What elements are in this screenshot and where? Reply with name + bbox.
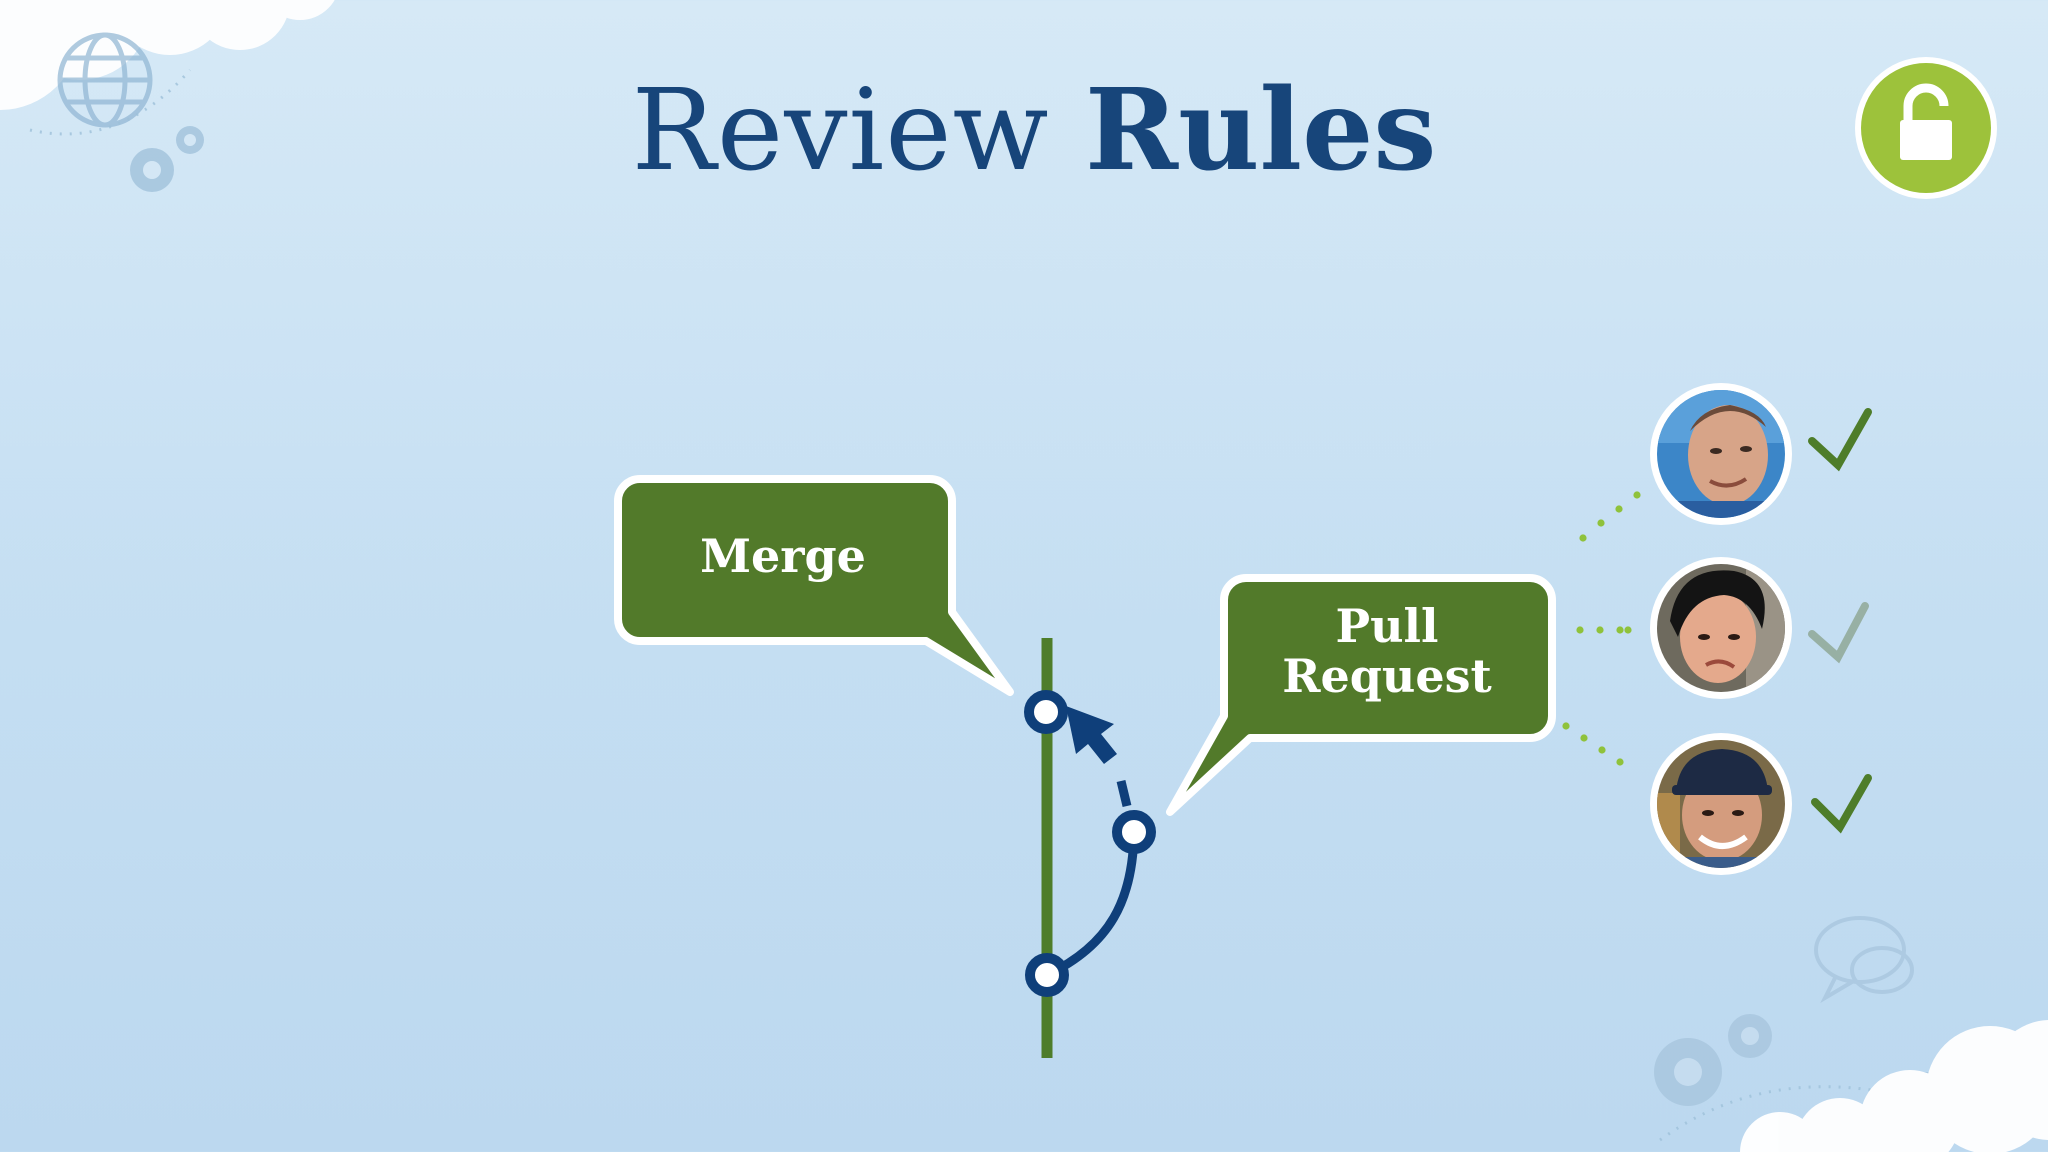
commit-feature bbox=[1112, 810, 1156, 854]
cloud-bottom-right bbox=[1740, 1020, 2048, 1152]
check-icon-reviewer-3 bbox=[1811, 774, 1872, 834]
check-icon-reviewer-1 bbox=[1808, 408, 1872, 472]
globe-icon bbox=[57, 32, 153, 128]
avatar-reviewer-2 bbox=[1650, 557, 1792, 699]
decor-bottom-right bbox=[1654, 916, 2048, 1152]
unlocked-lock-icon bbox=[1855, 57, 1997, 199]
decor-top-left bbox=[0, 0, 335, 192]
pull-request-label-line2: Request bbox=[1282, 649, 1492, 703]
avatar-reviewer-1 bbox=[1650, 383, 1792, 525]
pull-request-bubble: Pull Request bbox=[1166, 574, 1556, 816]
commit-merge bbox=[1024, 690, 1068, 734]
reviewer-connectors bbox=[1562, 491, 1641, 766]
chat-bubbles-icon bbox=[1814, 916, 1914, 1004]
check-icon-reviewer-2 bbox=[1808, 602, 1869, 664]
merge-bubble: Merge bbox=[614, 475, 1014, 696]
feature-branch-curve bbox=[1045, 831, 1139, 980]
cursor-arrow-icon bbox=[1066, 706, 1117, 764]
title-bold: Rules bbox=[1085, 65, 1437, 196]
pull-request-label-line1: Pull bbox=[1336, 599, 1439, 653]
merge-label: Merge bbox=[700, 529, 866, 583]
avatar-reviewer-3 bbox=[1650, 733, 1792, 875]
title-light: Review bbox=[631, 66, 1050, 196]
page-title: Review Rules bbox=[0, 65, 2048, 197]
feature-branch-dash bbox=[1116, 779, 1132, 808]
commit-base bbox=[1025, 953, 1069, 997]
